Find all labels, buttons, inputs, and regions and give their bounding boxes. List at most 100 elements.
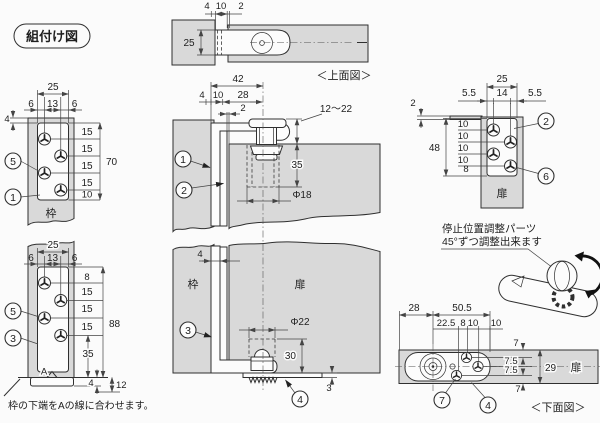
dim-label: 15 — [81, 144, 93, 155]
dim-label: Φ18 — [292, 190, 312, 201]
part-marker-1: 1 — [4, 188, 41, 206]
dim-label: 35 — [82, 349, 94, 360]
dim-label: 10 — [216, 1, 227, 12]
dim-label: 15 — [81, 178, 93, 189]
screw-icon — [503, 135, 518, 149]
dim-label: 28 — [237, 90, 249, 101]
dim-label: 4 — [204, 1, 209, 12]
dim-label: 7 — [513, 338, 518, 349]
pivot-nut-lower — [255, 154, 278, 161]
rotate-arrow — [580, 254, 600, 296]
dim-label: 10 — [82, 190, 93, 201]
dim-label: 25 — [496, 74, 508, 85]
door-label-side: 扉 — [497, 187, 508, 200]
screw-icon — [53, 149, 68, 163]
bottom-view-label: ＜下面図＞ — [531, 401, 586, 414]
view-top — [171, 11, 369, 66]
bottom-plate — [242, 372, 323, 378]
pivot-cap — [248, 118, 287, 128]
dim-label: 8 — [460, 318, 465, 329]
dim-label: 35 — [291, 160, 303, 171]
pivot-shaft — [256, 127, 277, 145]
door-section — [228, 143, 381, 230]
dim-label: 7 — [515, 384, 520, 395]
dim-label: 3 — [326, 383, 331, 394]
part-marker-5: 5 — [4, 302, 40, 320]
screw-icon — [486, 123, 501, 137]
adjuster-note — [441, 248, 600, 318]
dim-label: 10 — [458, 143, 469, 154]
door-section — [228, 241, 381, 374]
dim-label: 10 — [458, 155, 469, 166]
view-frame-lower — [3, 240, 120, 397]
svg-text:4: 4 — [297, 394, 303, 406]
dim-label: 29 — [545, 363, 557, 374]
frame-block — [171, 19, 216, 66]
svg-text:4: 4 — [485, 400, 491, 412]
door-label-main: 扉 — [295, 278, 306, 291]
part-marker-1: 1 — [174, 150, 211, 168]
view-frame-upper — [10, 90, 103, 226]
dim-label: 8 — [463, 164, 468, 175]
pivot-nut — [249, 145, 284, 155]
dim-label: 10 — [458, 119, 469, 130]
frame-section — [172, 243, 215, 374]
svg-text:1: 1 — [180, 154, 186, 166]
dim-label: 13 — [47, 253, 59, 264]
adjuster-mark — [511, 275, 525, 288]
dim-label: 50.5 — [452, 303, 472, 314]
dim-label: 8 — [84, 272, 89, 283]
screw-icon — [53, 183, 68, 197]
diagram-title: 組付け図 — [26, 29, 78, 44]
note-text: 枠の下端をAの線に合わせます。 — [8, 399, 154, 412]
svg-text:2: 2 — [543, 116, 549, 128]
part-marker-3: 3 — [4, 329, 39, 347]
dim-label: 10 — [491, 318, 502, 329]
part-marker-3: 3 — [179, 321, 212, 339]
adjuster-knob — [546, 260, 578, 292]
bracket-insert — [219, 246, 228, 361]
dim-label: 48 — [429, 143, 441, 154]
dim-label: 5.5 — [528, 88, 542, 99]
svg-text:3: 3 — [185, 325, 191, 337]
dim-label: 25 — [47, 240, 59, 251]
dim-label: 25 — [47, 82, 59, 93]
dim-label: 28 — [408, 303, 420, 314]
svg-text:6: 6 — [543, 171, 549, 183]
bottom-pivot-cup — [250, 356, 274, 371]
dim-label: 2 — [240, 103, 245, 114]
screw-icon — [53, 293, 68, 308]
svg-text:1: 1 — [10, 192, 16, 204]
title-box — [13, 23, 91, 49]
dim-label: 4 — [4, 114, 9, 125]
screw-icon — [37, 166, 52, 180]
svg-text:5: 5 — [10, 156, 16, 168]
part-marker-4: 4 — [285, 379, 309, 408]
part-marker-4: 4 — [471, 382, 497, 414]
part-marker-6: 6 — [516, 167, 555, 185]
screw-icon — [53, 328, 68, 343]
dim-label: 4 — [88, 378, 93, 389]
dim-label: Φ22 — [290, 317, 310, 328]
dim-label: 15 — [81, 287, 93, 298]
bracket-insert — [219, 130, 228, 227]
dim-label: 10 — [213, 90, 224, 101]
adjuster-note-line2: 45°ずつ調整出来ます — [442, 235, 542, 248]
dim-label: 13 — [47, 99, 59, 110]
dim-label: 7.5 — [504, 356, 517, 367]
pivot-circle — [251, 32, 273, 54]
dim-label: 2 — [410, 98, 415, 109]
screw-icon — [37, 311, 52, 325]
part-marker-2: 2 — [513, 112, 555, 130]
view-front — [172, 82, 381, 390]
screw-icon — [460, 351, 473, 364]
screw-icon — [37, 132, 52, 146]
screw-icon — [37, 276, 52, 290]
dim-label: 15 — [81, 322, 93, 333]
dim-label: 5.5 — [462, 88, 476, 99]
dim-label: 7.5 — [504, 365, 517, 376]
part-marker-2: 2 — [175, 181, 224, 199]
view-door-side — [417, 83, 546, 209]
